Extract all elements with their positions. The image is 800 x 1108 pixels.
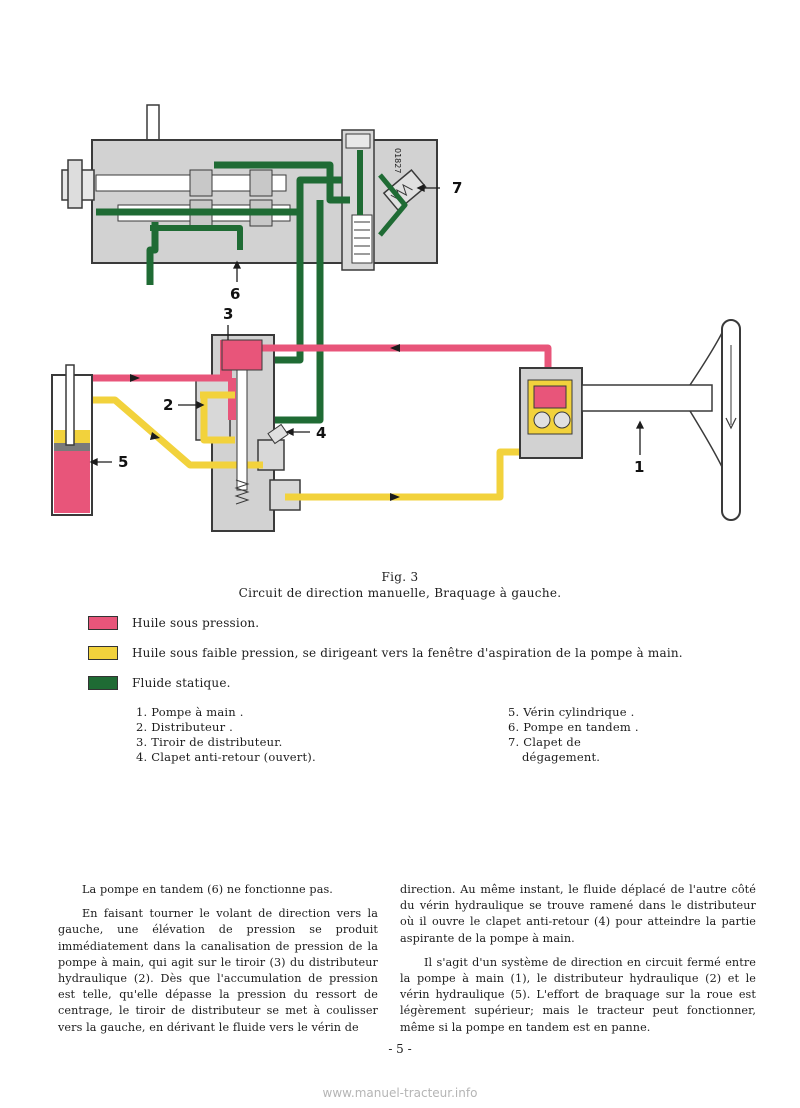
low-pressure-lines [57, 391, 550, 501]
figure-caption: Circuit de direction manuelle, Braquage … [238, 586, 562, 600]
part-item: 6. Pompe en tandem . [508, 720, 639, 734]
flow-arrows [130, 344, 400, 501]
callout-5: 5 [118, 453, 129, 471]
steering-cylinder [51, 364, 93, 516]
body-column-right: direction. Au même instant, le fluide dé… [400, 882, 756, 1044]
part-item: 7. Clapet de [508, 735, 581, 749]
parts-list-right: 5. Vérin cylindrique . 6. Pompe en tande… [508, 705, 639, 765]
legend-swatch-low-pressure [88, 646, 118, 660]
paragraph: La pompe en tandem (6) ne fonctionne pas… [82, 883, 333, 896]
distributor-spool [234, 369, 289, 505]
legend-swatch-static [88, 676, 118, 690]
paragraph: Il s'agit d'un système de direction en c… [400, 955, 756, 1034]
part-item: 3. Tiroir de distributeur. [136, 735, 283, 749]
part-item: 5. Vérin cylindrique . [508, 705, 635, 719]
callout-4: 4 [316, 424, 327, 442]
paragraph: En faisant tourner le volant de directio… [58, 907, 378, 1034]
legend-text-low-pressure: Huile sous faible pression, se dirigeant… [132, 646, 683, 660]
legend-text-static: Fluide statique. [132, 676, 231, 690]
callout-2: 2 [163, 396, 174, 414]
legend-low-pressure: Huile sous faible pression, se dirigeant… [88, 644, 683, 662]
callout-leaders [89, 183, 645, 467]
body-column-left: La pompe en tandem (6) ne fonctionne pas… [58, 882, 378, 1044]
hydraulic-circuit-diagram [51, 104, 741, 532]
legend-text-pressure: Huile sous pression. [132, 616, 260, 630]
pressure-lines [60, 340, 552, 470]
figure-number: Fig. 3 [381, 570, 419, 584]
legend-static: Fluide statique. [88, 674, 231, 692]
part-item: dégagement. [522, 750, 601, 764]
page-number: - 5 - [388, 1042, 412, 1056]
legend-pressure: Huile sous pression. [88, 614, 259, 632]
parts-list-left: 1. Pompe à main . 2. Distributeur . 3. T… [136, 705, 316, 765]
legend-swatch-pressure [88, 616, 118, 630]
diagram-code: 01827 [393, 148, 402, 174]
part-item: 4. Clapet anti-retour (ouvert). [136, 750, 316, 764]
tandem-pump-block [61, 104, 438, 271]
part-item: 2. Distributeur . [136, 720, 234, 734]
hand-pump-assembly [519, 319, 741, 521]
callout-3: 3 [223, 305, 234, 323]
callout-6: 6 [230, 285, 241, 303]
watermark: www.manuel-tracteur.info [322, 1086, 478, 1100]
paragraph: direction. Au même instant, le fluide dé… [400, 883, 756, 945]
callout-1: 1 [634, 458, 645, 476]
part-item: 1. Pompe à main . [136, 705, 244, 719]
callout-7: 7 [452, 179, 463, 197]
